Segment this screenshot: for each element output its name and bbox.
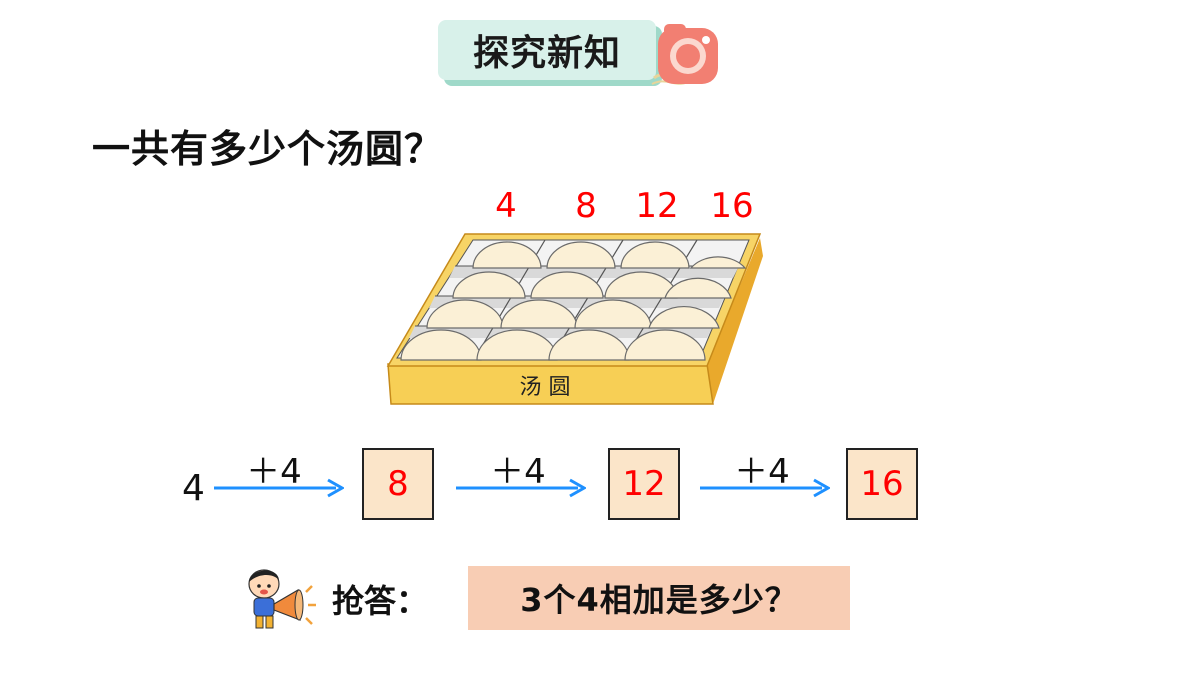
tangyuan-ball — [689, 256, 747, 269]
tangyuan-ball — [452, 271, 526, 299]
tangyuan-ball — [620, 241, 690, 269]
arrow-right-icon — [214, 478, 344, 498]
camera-icon — [651, 24, 718, 85]
step-operator: ＋4 — [490, 452, 546, 492]
result-box: 12 — [608, 448, 680, 520]
arrow-right-icon — [456, 478, 586, 498]
tangyuan-ball — [500, 299, 578, 329]
tangyuan-ball — [426, 299, 504, 329]
kid-megaphone-icon — [248, 569, 316, 629]
quiz-prompt: 3个4相加是多少？ — [468, 566, 850, 630]
tangyuan-ball — [664, 277, 732, 299]
sequence-start: 4 — [182, 468, 205, 509]
tangyuan-ball — [530, 271, 604, 299]
count-label: 4 — [495, 186, 517, 226]
tangyuan-tray: 汤 圆 — [386, 233, 763, 405]
count-label: 16 — [710, 186, 754, 226]
question-text: 一共有多少个汤圆？ — [92, 127, 444, 171]
arrow-right-icon — [700, 478, 830, 498]
tangyuan-ball — [546, 241, 616, 269]
result-box: 8 — [362, 448, 434, 520]
step-operator: ＋4 — [246, 452, 302, 492]
tray-label: 汤 圆 — [520, 375, 571, 400]
step-operator: ＋4 — [734, 452, 790, 492]
page-title: 探究新知 — [438, 20, 656, 80]
count-label: 8 — [575, 186, 597, 226]
tangyuan-ball — [472, 241, 542, 269]
tangyuan-ball — [648, 305, 720, 329]
tangyuan-ball — [574, 299, 652, 329]
count-label: 12 — [635, 186, 679, 226]
quiz-label: 抢答： — [332, 582, 429, 620]
result-box: 16 — [846, 448, 918, 520]
header-badge: 探究新知 — [434, 14, 724, 94]
tangyuan-ball — [624, 329, 706, 361]
